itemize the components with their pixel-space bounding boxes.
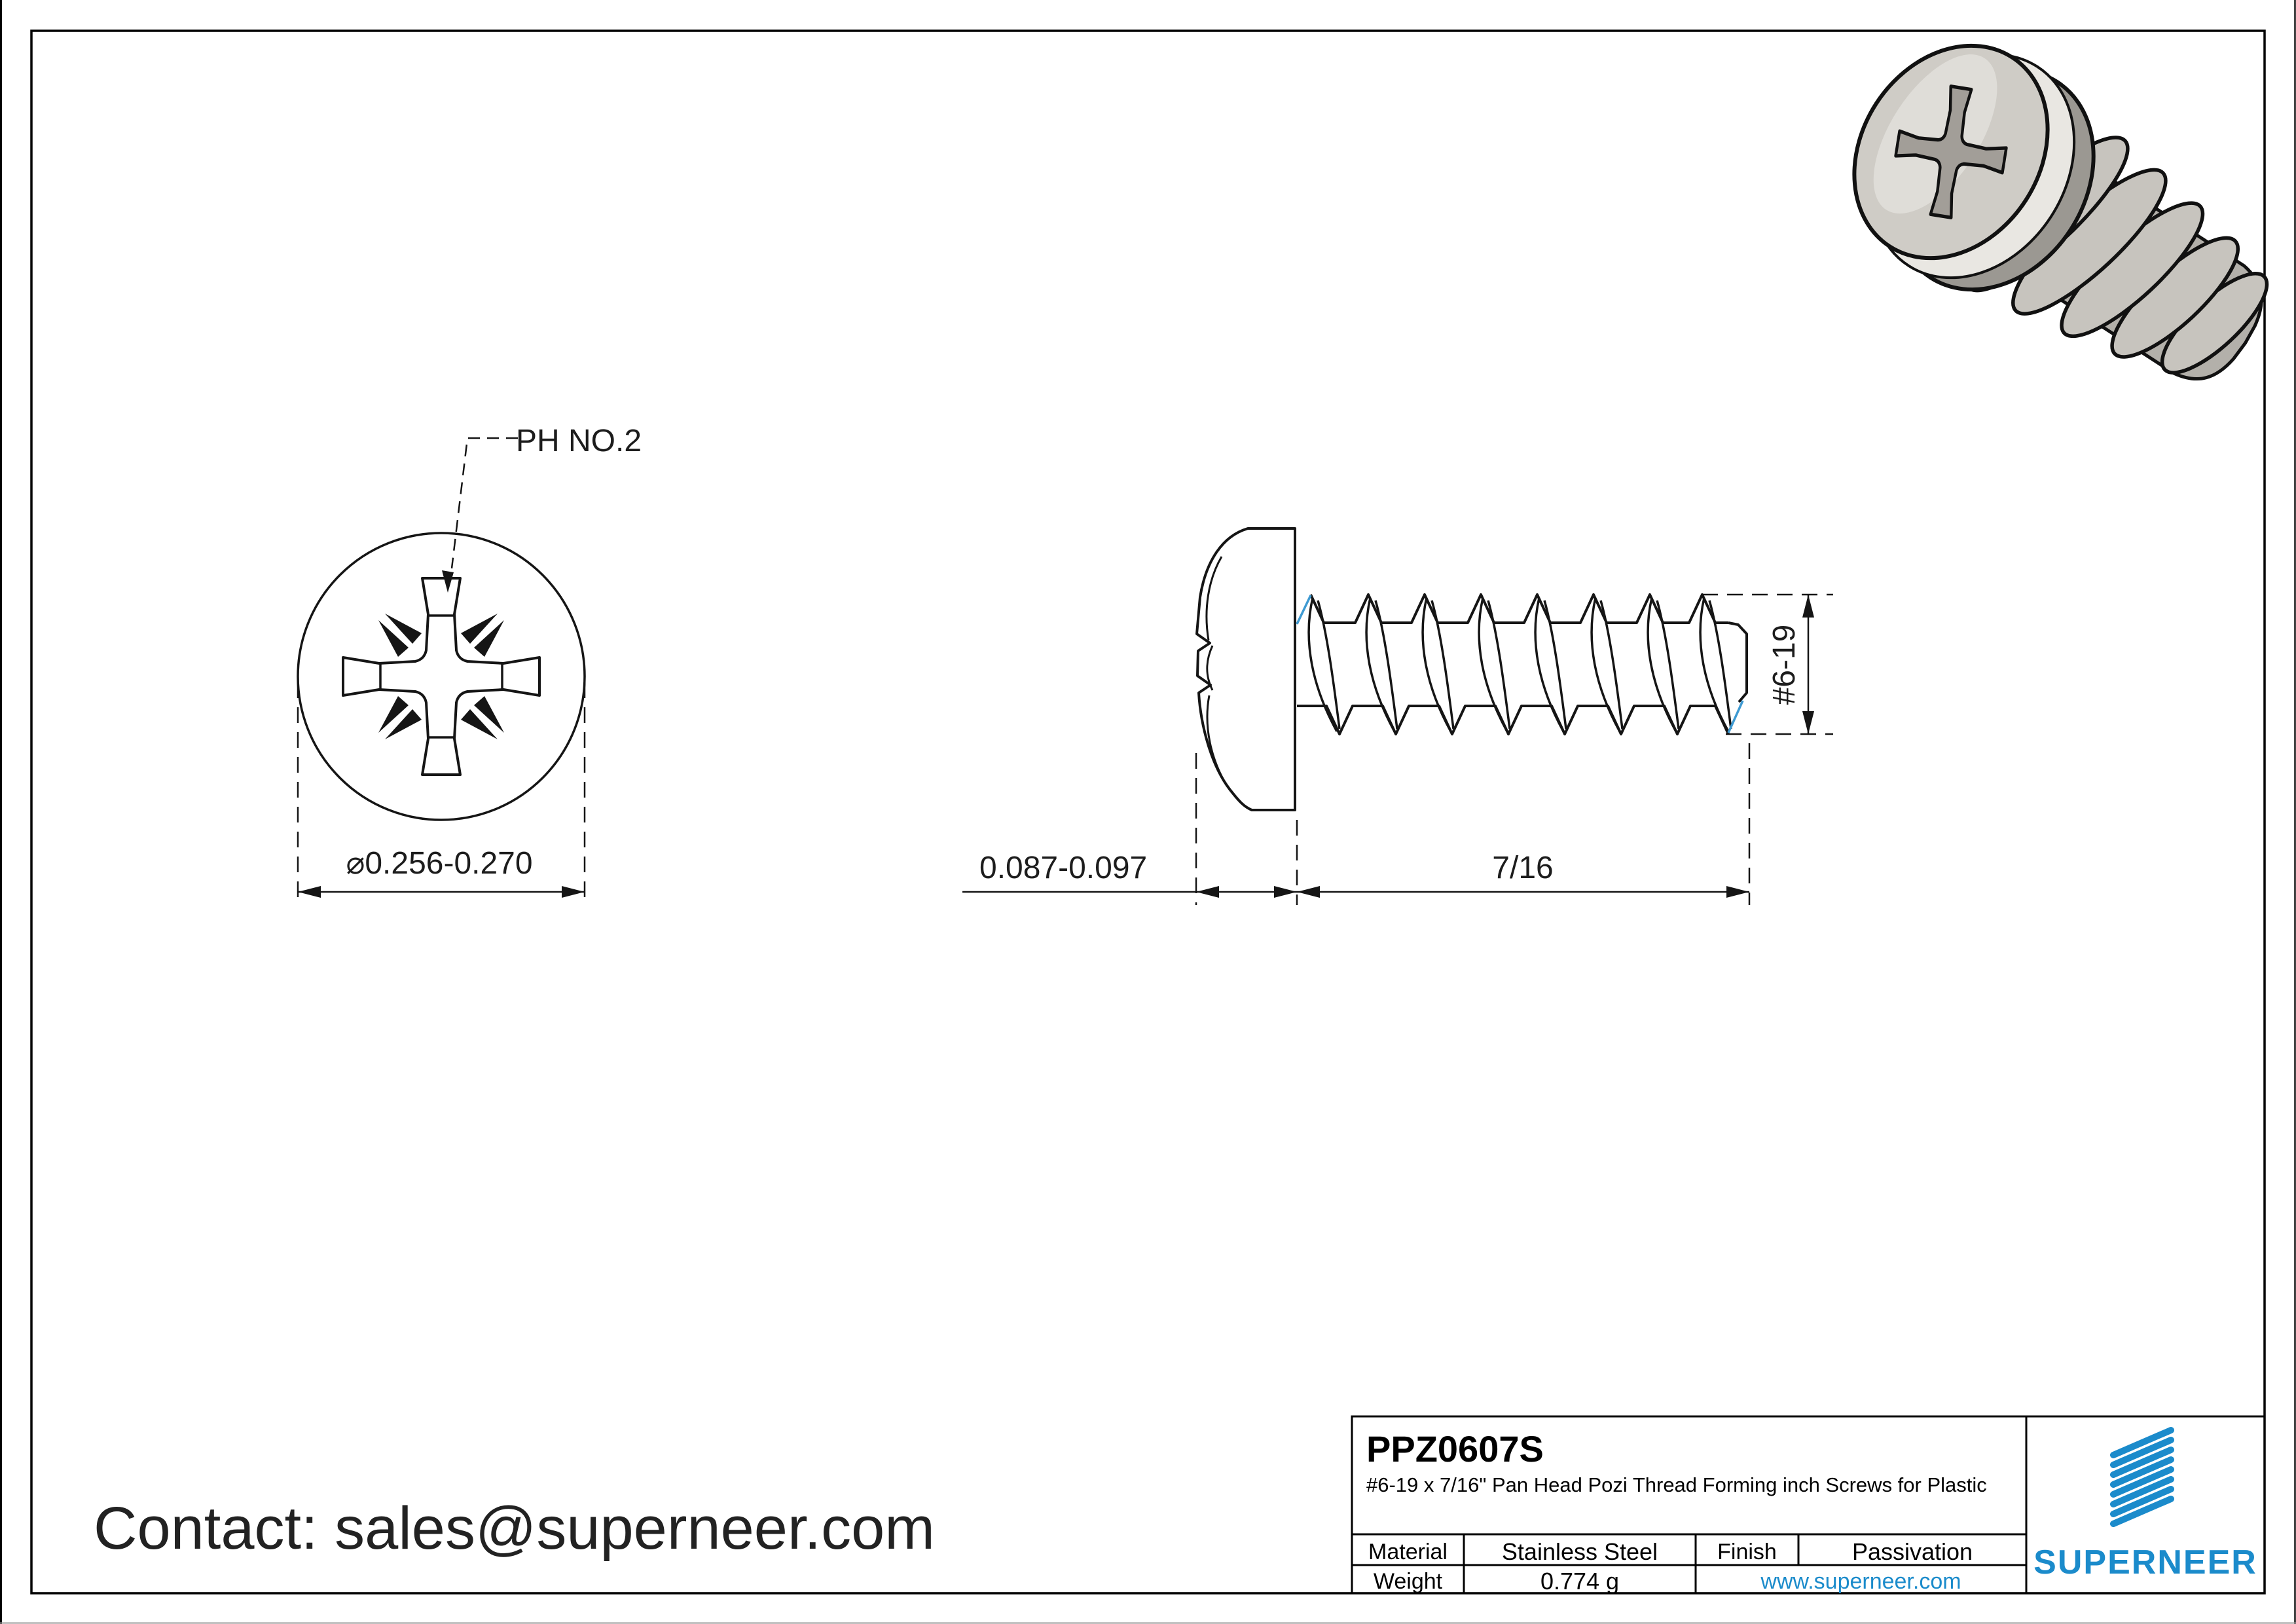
thread-spec-dim-text: #6-19 — [1767, 624, 1802, 705]
title-block-grid — [1351, 1415, 2266, 1595]
finish-label: Finish — [1717, 1540, 1777, 1564]
brand-name: SUPERNEER — [2033, 1543, 2257, 1581]
weight-label: Weight — [1373, 1569, 1443, 1594]
drawing-frame — [30, 29, 2266, 1595]
pozi-recess-icon — [342, 577, 541, 776]
part-number: PPZ0607S — [1366, 1428, 1544, 1469]
finish-value: Passivation — [1851, 1538, 1973, 1565]
weight-value: 0.774 g — [1540, 1568, 1620, 1595]
head-outline — [297, 532, 586, 821]
front-view — [297, 437, 586, 905]
part-description: #6-19 x 7/16" Pan Head Pozi Thread Formi… — [1366, 1473, 1987, 1496]
thread-start-marks — [1296, 595, 1744, 733]
contact-line: Contact: sales@superneer.com — [94, 1495, 935, 1562]
tip-outline — [1728, 621, 1748, 703]
website-link[interactable]: www.superneer.com — [1760, 1569, 1961, 1594]
thread-flanks — [1307, 597, 1732, 732]
side-view — [962, 527, 1833, 905]
length-dim-text: 7/16 — [1492, 851, 1554, 885]
brand-flag-icon — [2110, 1427, 2174, 1527]
recess-label: PH NO.2 — [516, 424, 642, 458]
thread-bottom-profile — [1297, 705, 1730, 735]
length-dimensions — [962, 743, 1751, 905]
thread-top-profile — [1309, 593, 1728, 624]
material-label: Material — [1368, 1540, 1448, 1564]
thread-diameter-dimension — [1702, 593, 1833, 735]
recess-leader — [442, 437, 518, 593]
head-diameter-dimension — [297, 682, 586, 905]
material-value: Stainless Steel — [1501, 1538, 1658, 1565]
screw-3d-render — [1852, 43, 2269, 381]
side-head-outline — [1195, 527, 1296, 811]
head-height-dim-text: 0.087-0.097 — [979, 851, 1148, 885]
head-diameter-dim-text: ⌀0.256-0.270 — [346, 846, 533, 881]
pozi-tick-marks — [378, 614, 504, 739]
